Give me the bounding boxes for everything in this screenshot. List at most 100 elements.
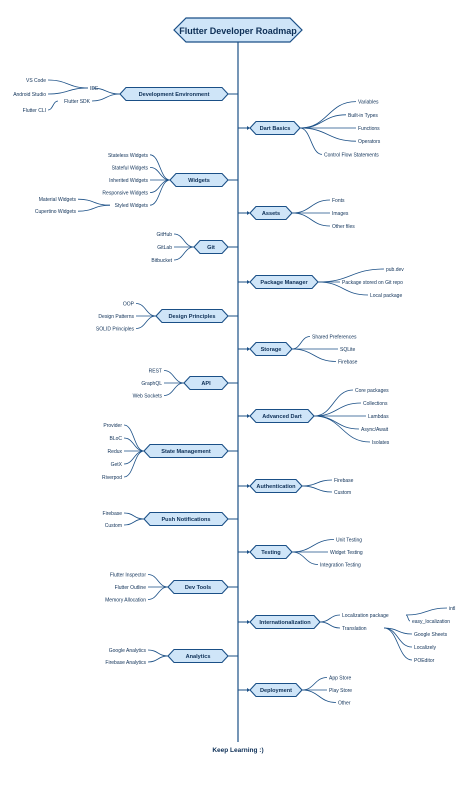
right-internationalization-child-intl: intl — [449, 606, 455, 612]
right-authentication-item-firebase: Firebase — [334, 478, 354, 484]
right-internationalization-child-easy-localization: easy_localization — [412, 619, 450, 625]
left-push-notifications-label: Push Notifications — [161, 517, 210, 523]
right-assets-item-fonts: Fonts — [332, 198, 345, 204]
right-testing-edge-2 — [291, 551, 319, 565]
right-dart-basics-edge-4 — [299, 127, 323, 155]
left-widgets-node — [169, 172, 229, 188]
left-state-management-item-bloc: BLoC — [109, 436, 122, 442]
left-development-environment-label: Development Environment — [139, 92, 210, 98]
right-advanced-dart-item-async-await: Async/Await — [361, 427, 389, 433]
right-dart-basics-item-functions: Functions — [358, 126, 380, 132]
right-storage-item-sqlite: SQLite — [340, 347, 356, 353]
left-analytics-item-google-analytics: Google Analytics — [109, 648, 147, 654]
left-state-management-label: State Management — [161, 449, 211, 455]
right-internationalization-child-edge-1-2 — [383, 627, 413, 661]
right-dart-basics-node — [249, 120, 301, 136]
right-authentication-item-custom: Custom — [334, 490, 351, 496]
left-dev-tools-node — [167, 579, 229, 595]
title-text: Flutter Developer Roadmap — [179, 26, 297, 36]
left-state-management-item-redux: Redux — [108, 449, 123, 455]
right-package-manager-item-pub-dev: pub.dev — [386, 267, 404, 273]
right-storage-item-firebase: Firebase — [338, 360, 358, 366]
left-git-item-gitlab: GitLab — [157, 245, 172, 251]
right-testing-arrow — [247, 550, 250, 554]
right-testing-item-widget-testing: Widget Testing — [330, 550, 363, 556]
right-assets-label: Assets — [262, 211, 280, 217]
right-storage-edge-0 — [291, 336, 311, 350]
right-deployment-item-other: Other — [338, 701, 351, 707]
left-design-principles-edge-2 — [135, 315, 157, 329]
right-storage-node — [249, 341, 293, 357]
left-development-environment-child-edge-0-0 — [47, 79, 89, 89]
left-design-principles-edge-0 — [135, 303, 157, 317]
left-widgets-item-responsive-widgets: Responsive Widgets — [102, 191, 148, 197]
right-advanced-dart-edge-1 — [313, 402, 362, 417]
left-analytics-label: Analytics — [186, 654, 211, 660]
right-storage-edge-2 — [291, 348, 337, 362]
right-assets-edge-0 — [291, 199, 331, 214]
right-internationalization-item-localization-package: Localization package — [342, 613, 389, 619]
right-dart-basics-item-built-in-types: Built-in Types — [348, 113, 378, 119]
right-advanced-dart-item-lambdas: Lambdas — [368, 414, 389, 420]
right-advanced-dart-item-isolates: Isolates — [372, 440, 390, 446]
right-assets-arrow — [247, 211, 250, 215]
right-advanced-dart-item-core-packages: Core packages — [355, 388, 389, 394]
left-push-notifications-node — [143, 511, 229, 527]
left-development-environment-edge-1 — [91, 93, 121, 102]
right-advanced-dart-edge-3 — [313, 415, 360, 430]
left-development-environment-child-vs-code: VS Code — [26, 78, 46, 84]
right-internationalization-edge-0 — [319, 614, 341, 623]
left-widgets-child-material-widgets: Material Widgets — [39, 197, 77, 203]
right-testing-label: Testing — [261, 550, 281, 556]
right-assets-node — [249, 205, 293, 221]
right-storage-item-shared-preferences: Shared Preferences — [312, 335, 357, 341]
left-state-management-node — [143, 443, 229, 459]
right-internationalization-child-localizely: Localizely — [414, 645, 436, 651]
right-package-manager-node — [249, 274, 319, 290]
left-dev-tools-label: Dev Tools — [185, 585, 211, 591]
right-authentication-node — [249, 478, 303, 494]
left-analytics-item-firebase-analytics: Firebase Analytics — [105, 660, 146, 666]
right-authentication-edge-1 — [301, 485, 333, 493]
left-widgets-edge-0 — [149, 154, 171, 181]
left-state-management-edge-1 — [123, 437, 145, 452]
right-dart-basics-arrow — [247, 126, 250, 130]
right-authentication-label: Authentication — [256, 484, 296, 490]
left-git-item-bitbucket: Bitbucket — [151, 258, 172, 264]
right-deployment-item-play-store: Play Store — [329, 688, 352, 694]
left-widgets-item-stateless-widgets: Stateless Widgets — [108, 153, 149, 159]
right-dart-basics-edge-1 — [299, 114, 347, 129]
left-widgets-label: Widgets — [188, 178, 210, 184]
left-state-management-edge-3 — [123, 450, 145, 465]
left-widgets-edge-4 — [149, 179, 171, 206]
left-widgets-item-stateful-widgets: Stateful Widgets — [112, 165, 149, 171]
right-dart-basics-item-variables: Variables — [358, 100, 379, 106]
left-analytics-node — [167, 648, 229, 664]
left-widgets-child-edge-4-1 — [77, 204, 111, 212]
right-internationalization-arrow — [247, 620, 250, 624]
left-widgets-item-inherited-widgets: Inherited Widgets — [109, 178, 148, 184]
right-dart-basics-edge-3 — [299, 127, 357, 142]
left-widgets-edge-3 — [149, 179, 171, 193]
left-design-principles-item-solid-principles: SOLID Principles — [96, 327, 135, 333]
right-package-manager-label: Package Manager — [260, 280, 308, 286]
left-design-principles-item-design-patterns: Design Patterns — [98, 314, 134, 320]
right-assets-item-images: Images — [332, 211, 349, 217]
left-widgets-child-cupertino-widgets: Cupertino Widgets — [35, 209, 77, 215]
left-analytics-edge-1 — [147, 655, 169, 663]
right-deployment-arrow — [247, 688, 250, 692]
left-state-management-edge-0 — [123, 424, 145, 452]
left-api-edge-2 — [163, 382, 185, 396]
right-advanced-dart-edge-0 — [313, 389, 354, 417]
right-internationalization-edge-1 — [319, 621, 341, 629]
left-widgets-child-edge-4-0 — [77, 198, 111, 206]
left-dev-tools-item-flutter-outline: Flutter Outline — [115, 585, 147, 591]
left-git-edge-2 — [173, 246, 195, 261]
left-push-notifications-edge-1 — [123, 518, 145, 526]
left-state-management-item-getx: GetX — [111, 462, 123, 468]
right-deployment-node — [249, 682, 303, 698]
right-testing-item-unit-testing: Unit Testing — [336, 538, 362, 544]
right-advanced-dart-label: Advanced Dart — [262, 414, 302, 420]
left-widgets-item-styled-widgets: Styled Widgets — [115, 203, 149, 209]
